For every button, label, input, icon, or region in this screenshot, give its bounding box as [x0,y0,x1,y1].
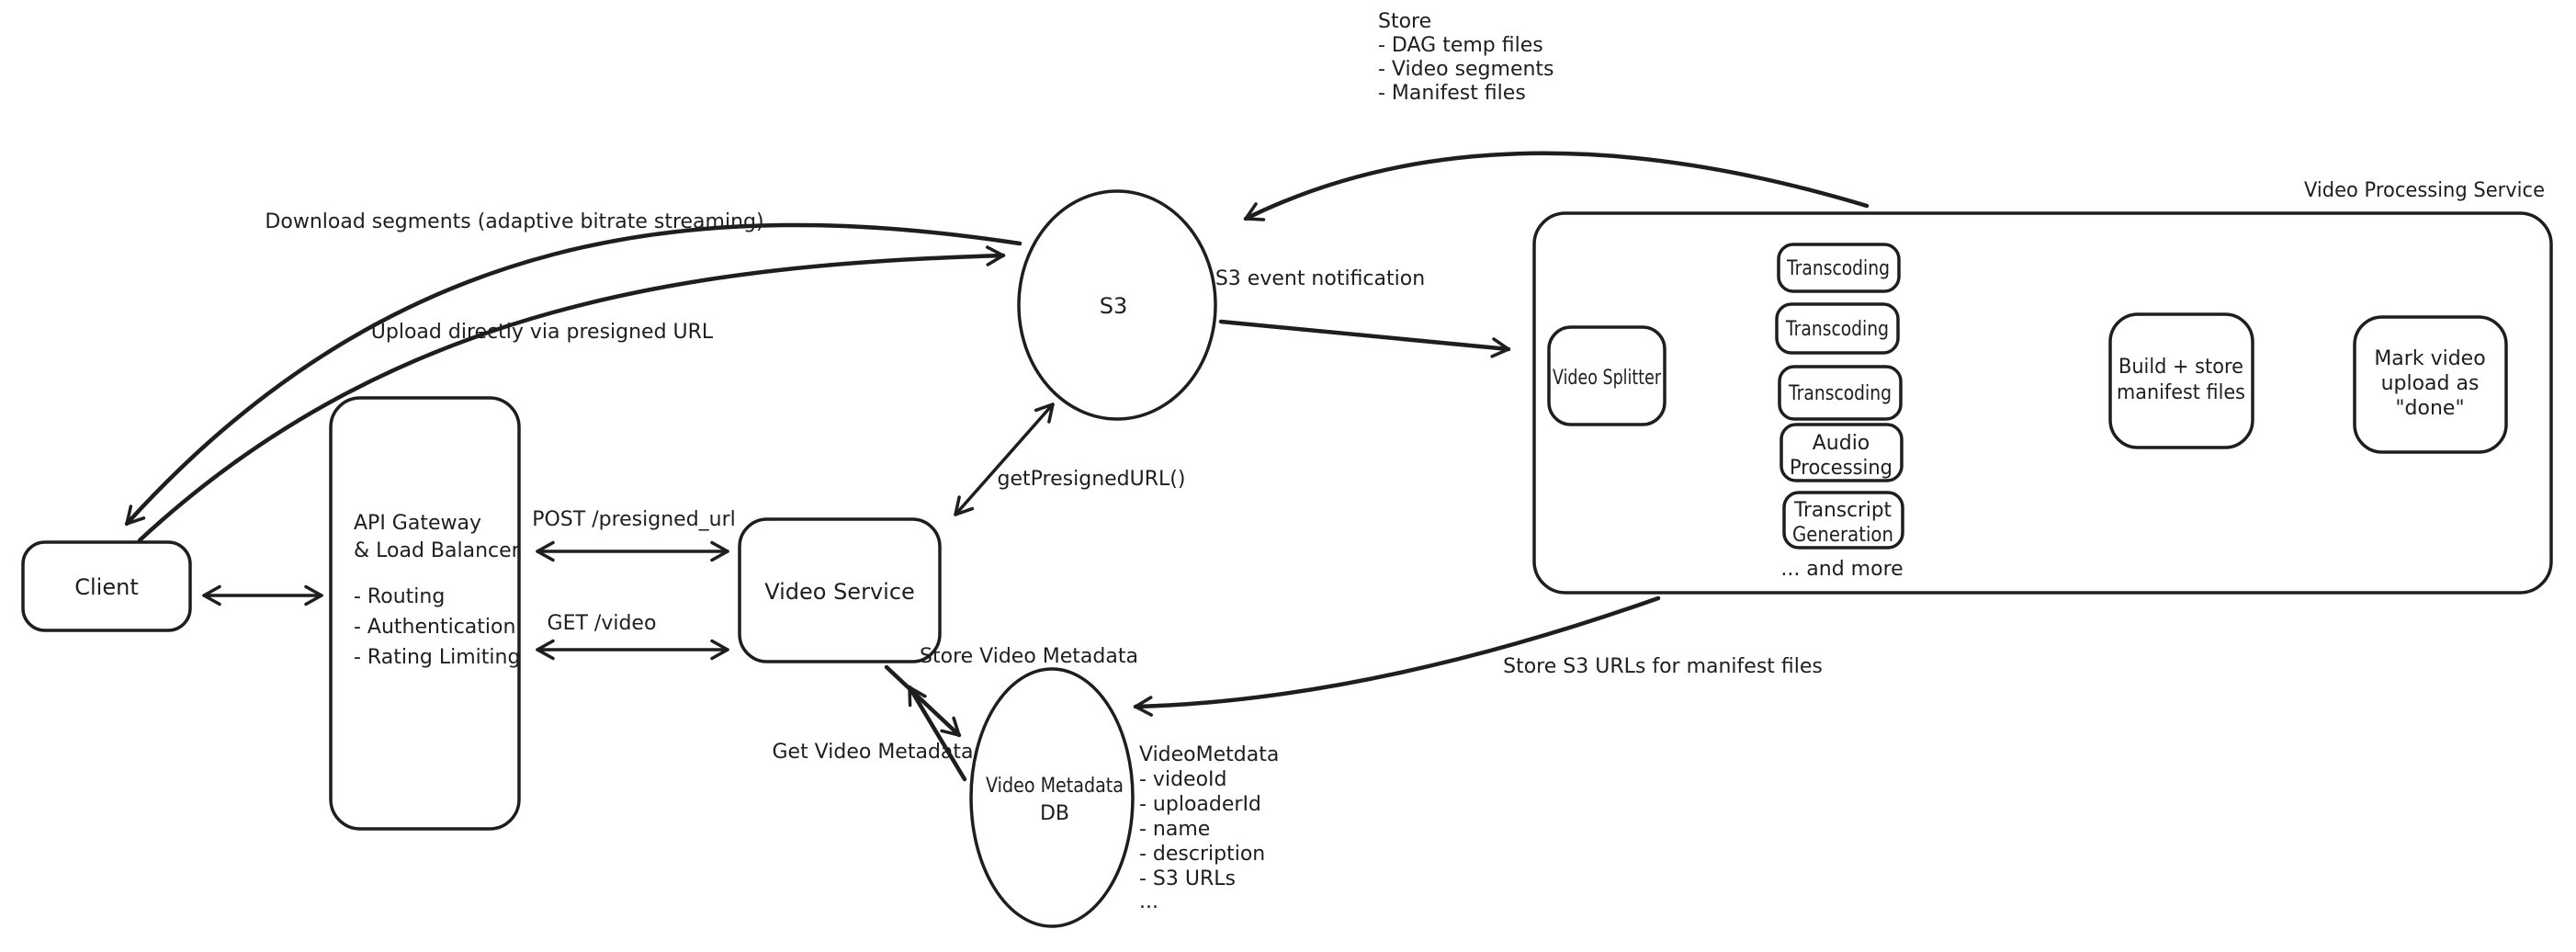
video-metadata-schema-line3: - uploaderId [1139,793,1261,816]
video-metadata-db-circle [969,667,1135,928]
video-metadata-schema-line4: - name [1139,818,1210,841]
video-processing-service-title: Video Processing Service [2304,179,2545,202]
edge-s3-event-notification [1218,319,1511,358]
api-gateway-title-line1: API Gateway [354,512,481,535]
video-metadata-db-label-line1: Video Metadata [986,775,1124,798]
video-metadata-schema-line6: - S3 URLs [1139,867,1236,890]
get-presigned-url-label: getPresignedURL() [998,468,1186,491]
build-store-manifest-box [2108,312,2254,449]
edge-upload-presigned [137,245,1006,543]
edge-get-presigned-url [954,402,1055,516]
node-api-gateway: API Gateway & Load Balancer - Routing - … [329,396,521,831]
build-store-manifest-label-line2: manifest files [2117,381,2245,404]
build-store-manifest-label-line1: Build + store [2118,356,2243,379]
transcript-generation-label-line1: Transcript [1793,499,1892,522]
api-gateway-bullet-authentication: - Authentication [354,616,515,639]
edge-labels: Download segments (adaptive bitrate stre… [265,210,1822,764]
s3-store-note: Store - DAG temp files - Video segments … [1378,10,1554,105]
edge-store-video-metadata [884,664,962,738]
video-metadata-db-label-line2: DB [1040,802,1069,825]
store-s3-urls-label: Store S3 URLs for manifest files [1503,655,1823,678]
video-service-label: Video Service [764,579,915,605]
upload-presigned-label: Upload directly via presigned URL [371,321,714,344]
s3-label: S3 [1100,293,1128,319]
node-video-metadata-db: Video Metadata DB [969,667,1135,928]
client-label: Client [74,574,138,600]
video-metadata-schema-line5: - description [1139,843,1265,866]
video-metadata-schema-line1: VideoMetdata [1139,743,1279,766]
edge-store-s3-urls [1133,595,1661,717]
node-client: Client [21,540,192,632]
api-gateway-bullet-rate-limiting: - Rating Limiting [354,646,520,669]
s3-store-note-line3: - Video segments [1378,58,1554,81]
api-gateway-bullet-routing: - Routing [354,585,445,608]
s3-store-note-line1: Store [1378,10,1431,33]
s3-store-note-line4: - Manifest files [1378,82,1526,105]
mark-video-done-label-line2: upload as [2381,372,2480,395]
transcript-generation-box [1782,491,1904,550]
video-metadata-schema-line7: ... [1139,890,1158,913]
get-video-label: GET /video [548,612,657,635]
video-metadata-schema-note: VideoMetdata - videoId - uploaderId - na… [1139,743,1279,913]
transcoding-2-box [1775,302,1900,355]
edge-get-video-metadata [907,685,967,782]
s3-circle [1017,189,1217,421]
edge-vps-store-s3 [1243,151,1870,221]
transcoding-1-label: Transcoding [1786,257,1890,280]
node-video-service: Video Service [738,517,942,663]
video-splitter-label: Video Splitter [1553,367,1662,390]
mark-video-done-box [2353,315,2508,454]
client-box [21,540,192,632]
node-s3: S3 [1017,189,1217,421]
transcoding-2-label: Transcoding [1785,318,1889,341]
audio-processing-box [1779,423,1904,482]
transcript-generation-label-line2: Generation [1792,524,1893,547]
s3-store-note-line2: - DAG temp files [1378,34,1543,57]
mark-video-done-label-line1: Mark video [2374,347,2485,370]
store-video-metadata-label: Store Video Metadata [920,645,1138,668]
video-splitter-box [1547,325,1666,426]
audio-processing-label-line2: Processing [1790,457,1892,480]
video-metadata-schema-line2: - videoId [1139,768,1226,791]
api-gateway-box [329,396,521,831]
post-presigned-url-label: POST /presigned_url [532,508,736,531]
download-segments-label: Download segments (adaptive bitrate stre… [265,210,763,233]
transcoding-1-box [1777,243,1901,293]
api-gateway-title-line2: & Load Balancer [354,539,521,562]
node-video-processing-service: Video Processing Service Video Splitter … [1532,179,2553,595]
video-service-box [738,517,942,663]
mark-video-done-label-line3: "done" [2395,397,2464,420]
and-more-label: ... and more [1780,558,1903,581]
edge-download-segments [124,222,1022,527]
get-video-metadata-label: Get Video Metadata [772,741,973,764]
transcoding-3-label: Transcoding [1788,382,1892,405]
s3-event-notification-label: S3 event notification [1215,267,1425,290]
transcoding-3-box [1778,365,1903,421]
audio-processing-label-line1: Audio [1813,432,1870,455]
